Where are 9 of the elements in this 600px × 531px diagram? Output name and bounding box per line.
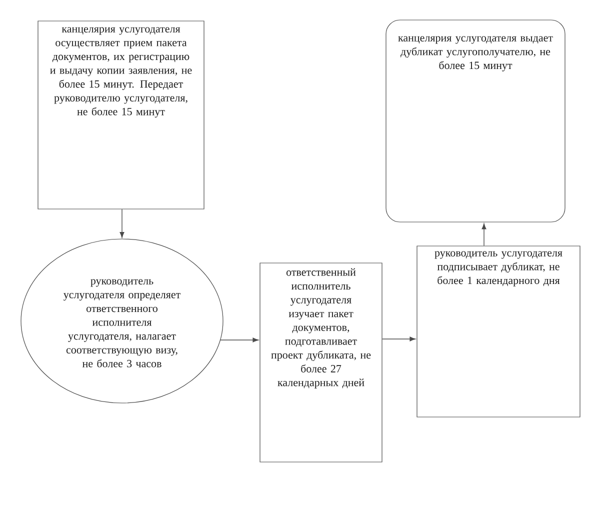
- process-box: руководитель услугодателя подписывает дубликат, не более 1 календарного дня: [416, 246, 580, 418]
- arrow: [120, 208, 124, 238]
- process-box: ответственный исполнитель услугодателя изучает пакет документов, подготавливает проект дубликата, не более 27 календарных дней: [260, 262, 382, 462]
- arrow: [220, 338, 259, 342]
- process-box: канцелярия услугодателя осуществляет прием пакета документов, их регистрацию и выдачу копии заявления, не более 15 минут. Передает руководителю услугодателя, не более 15 минут: [38, 20, 204, 210]
- arrow: [382, 336, 416, 342]
- process-oval: руководитель услугодателя определяет ответственного исполнителя услугодателя, налагает соответствующую визу, не более 3 часов: [20, 238, 224, 404]
- rounded-box: канцелярия услугодателя выдает дубликат услугополучателю, не более 15 минут: [386, 20, 566, 222]
- arrow: [482, 223, 486, 246]
